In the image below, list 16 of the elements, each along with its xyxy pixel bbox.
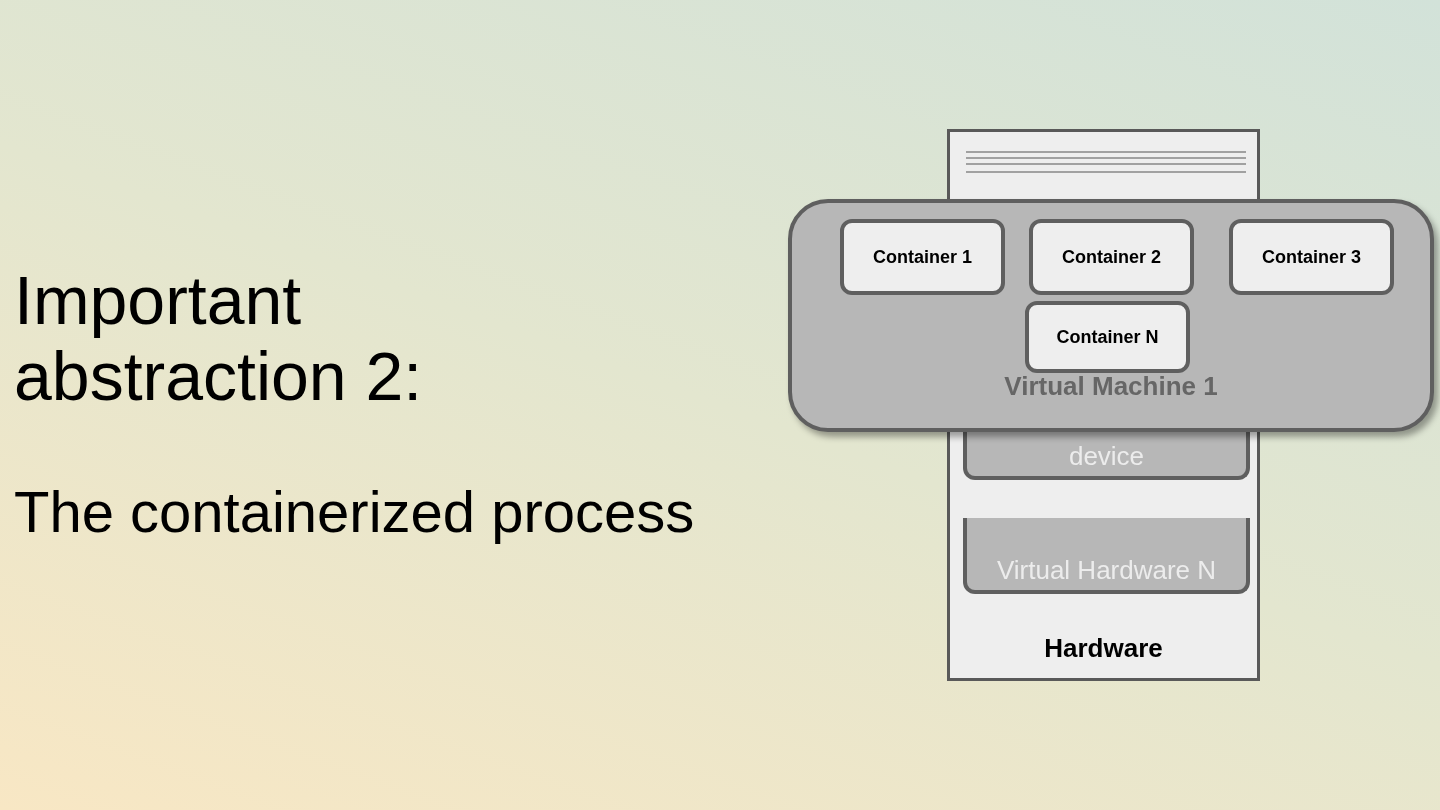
virtual-hardware-box	[963, 432, 1250, 480]
node-label: Container 2	[1061, 246, 1162, 268]
subtitle: The containerized process	[14, 478, 695, 545]
virtual-machine-box	[788, 199, 1434, 432]
container-box	[1029, 219, 1194, 295]
virtual-hardware-box	[963, 518, 1250, 594]
slide-title: Important abstraction 2:	[14, 262, 424, 414]
node-label: Hardware	[1043, 633, 1164, 664]
container-box	[1025, 301, 1190, 373]
container-box	[1229, 219, 1394, 295]
node-label: Container 1	[872, 246, 973, 268]
container-box	[840, 219, 1005, 295]
hardware-box	[947, 432, 1260, 681]
node-label: Container N	[1055, 326, 1160, 348]
node-label: Virtual Machine 1	[1003, 371, 1219, 402]
node-label: Container 3	[1261, 246, 1362, 268]
